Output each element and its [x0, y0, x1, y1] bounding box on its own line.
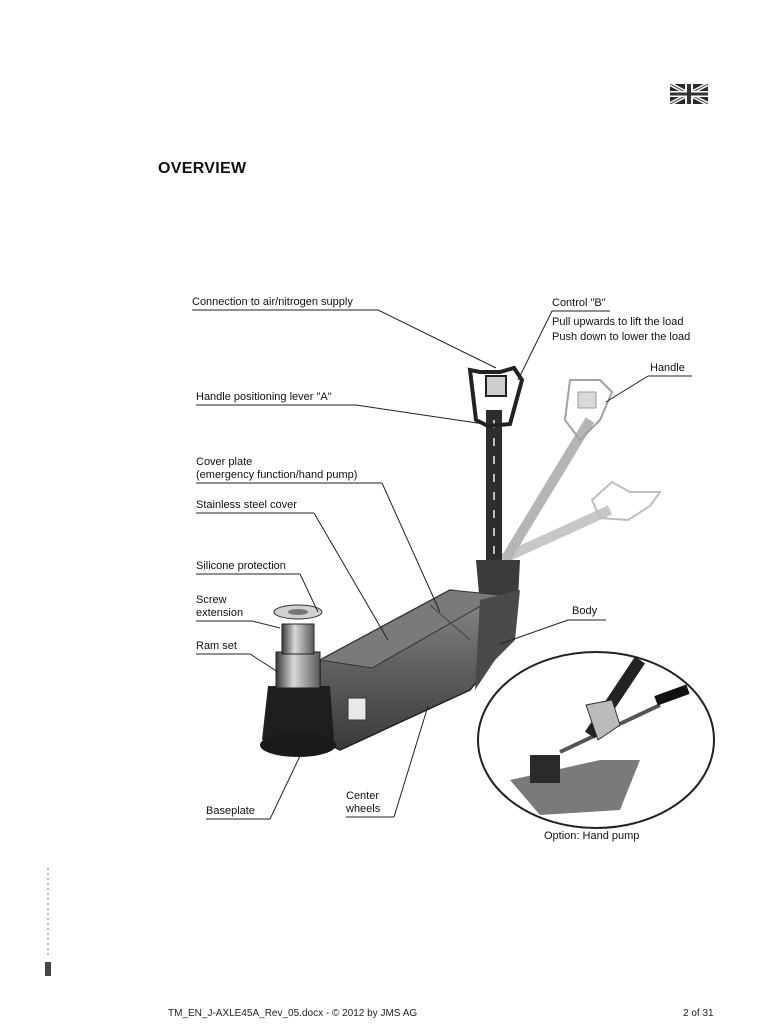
footer-page-number: 2 of 31	[683, 1008, 714, 1019]
label-stainless-cover: Stainless steel cover	[196, 499, 297, 511]
label-cover-plate: Cover plate	[196, 456, 253, 468]
label-ram-set: Ram set	[196, 640, 237, 652]
footer-document: TM_EN_J-AXLE45A_Rev_05.docx - © 2012 by …	[168, 1008, 418, 1019]
label-center: Center	[346, 790, 380, 802]
label-center-wheels: wheels	[346, 803, 381, 815]
main-handle	[467, 365, 525, 605]
label-cover-plate-detail: (emergency function/hand pump)	[196, 469, 358, 481]
label-body: Body	[572, 605, 598, 617]
page-title: OVERVIEW	[158, 160, 247, 177]
label-handle: Handle	[650, 362, 685, 374]
ram-set	[260, 604, 336, 757]
side-margin-mark	[45, 868, 51, 976]
label-silicone: Silicone protection	[196, 560, 286, 572]
label-screw-extension: extension	[196, 607, 244, 619]
hand-pump-inset	[477, 651, 715, 829]
label-control-b-up: Pull upwards to lift the load	[552, 316, 684, 328]
label-control-b: Control "B"	[552, 297, 606, 309]
label-screw: Screw	[196, 594, 227, 606]
uk-flag-icon	[670, 84, 708, 104]
label-air-supply: Connection to air/nitrogen supply	[192, 296, 353, 308]
leader-lines	[192, 309, 692, 820]
handle-ghost-positions	[497, 379, 662, 565]
label-baseplate: Baseplate	[206, 805, 255, 817]
label-handle-lever: Handle positioning lever "A"	[196, 391, 332, 403]
label-control-b-down: Push down to lower the load	[552, 331, 691, 343]
label-hand-pump: Option: Hand pump	[544, 830, 640, 842]
